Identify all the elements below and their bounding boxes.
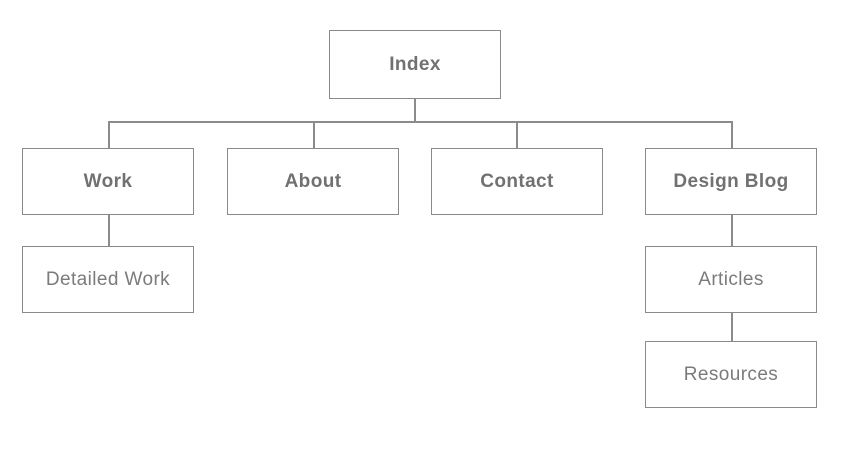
node-about[interactable]: About: [227, 148, 399, 215]
node-articles-label: Articles: [698, 268, 764, 290]
node-about-label: About: [284, 170, 342, 192]
node-design-blog[interactable]: Design Blog: [645, 148, 817, 215]
connector-drop-contact: [516, 121, 518, 148]
connector-index-stem: [414, 99, 416, 122]
node-index[interactable]: Index: [329, 30, 501, 99]
node-design-blog-label: Design Blog: [673, 170, 789, 192]
node-index-label: Index: [389, 53, 441, 75]
node-contact[interactable]: Contact: [431, 148, 603, 215]
node-resources-label: Resources: [683, 363, 779, 385]
node-work[interactable]: Work: [22, 148, 194, 215]
node-articles[interactable]: Articles: [645, 246, 817, 313]
connector-drop-work: [108, 121, 110, 148]
node-detailed-work-label: Detailed Work: [45, 268, 171, 290]
connector-work-detailed-work: [108, 215, 110, 246]
connector-design-blog-articles: [731, 215, 733, 246]
node-resources[interactable]: Resources: [645, 341, 817, 408]
node-work-label: Work: [83, 170, 133, 192]
connector-bus-line: [108, 121, 733, 123]
connector-drop-about: [313, 121, 315, 148]
connector-articles-resources: [731, 313, 733, 341]
connector-drop-design-blog: [731, 121, 733, 148]
node-contact-label: Contact: [480, 170, 554, 192]
node-detailed-work[interactable]: Detailed Work: [22, 246, 194, 313]
